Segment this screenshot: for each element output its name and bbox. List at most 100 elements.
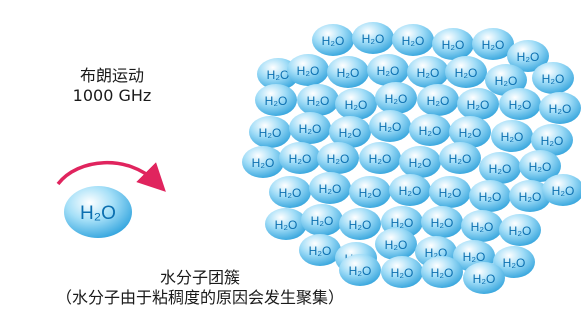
water-bead-sphere <box>317 142 359 174</box>
water-bead-sphere <box>509 180 551 212</box>
water-bead: H₂O <box>352 22 394 54</box>
cluster-title: 水分子团簇 <box>159 268 240 287</box>
water-bead-label: H₂O <box>289 152 312 166</box>
water-bead: H₂O <box>499 214 541 246</box>
water-bead-sphere <box>472 28 514 60</box>
water-bead-label: H₂O <box>419 124 442 138</box>
water-bead: H₂O <box>449 116 491 148</box>
water-bead-label: H₂O <box>542 72 565 86</box>
cluster-subtitle: （水分子由于粘稠度的原因会发生聚集） <box>55 288 344 307</box>
water-bead-sphere <box>457 88 499 120</box>
water-bead: H₂O <box>532 62 574 94</box>
water-bead-sphere <box>369 110 411 142</box>
water-bead-label: H₂O <box>402 34 425 48</box>
water-bead-sphere <box>327 56 369 88</box>
water-bead-label: H₂O <box>473 272 496 286</box>
molecule-label: H₂O <box>80 203 116 224</box>
water-bead-label: H₂O <box>349 264 372 278</box>
water-bead-sphere <box>461 210 503 242</box>
water-bead-sphere <box>417 84 459 116</box>
water-bead: H₂O <box>301 204 343 236</box>
water-bead-label: H₂O <box>319 182 342 196</box>
water-bead-label: H₂O <box>417 66 440 80</box>
water-bead-label: H₂O <box>391 266 414 280</box>
water-bead: H₂O <box>445 56 487 88</box>
water-bead-sphere <box>463 262 505 294</box>
water-bead-sphere <box>479 152 521 184</box>
water-bead: H₂O <box>509 180 551 212</box>
water-bead-sphere <box>279 142 321 174</box>
molecule-sphere <box>64 186 132 238</box>
water-bead-sphere <box>242 146 284 178</box>
water-bead: H₂O <box>539 92 581 124</box>
water-bead: H₂O <box>317 142 359 174</box>
water-bead-label: H₂O <box>307 94 330 108</box>
water-bead-sphere <box>297 84 339 116</box>
water-bead: H₂O <box>375 82 417 114</box>
water-bead: H₂O <box>457 88 499 120</box>
water-bead-label: H₂O <box>299 122 322 136</box>
water-bead: H₂O <box>381 256 423 288</box>
water-bead: H₂O <box>249 116 291 148</box>
water-bead: H₂O <box>399 146 441 178</box>
water-bead-label: H₂O <box>509 98 532 112</box>
brownian-motion-title: 布朗运动 <box>79 66 144 85</box>
water-bead-sphere <box>507 40 549 72</box>
water-bead-label: H₂O <box>349 218 372 232</box>
water-bead-label: H₂O <box>337 66 360 80</box>
water-bead-label: H₂O <box>549 102 572 116</box>
water-bead-sphere <box>531 124 573 156</box>
water-bead: H₂O <box>242 146 284 178</box>
water-bead-sphere <box>409 114 451 146</box>
single-water-molecule: H₂O <box>50 148 180 258</box>
water-bead-sphere <box>421 256 463 288</box>
water-bead-sphere <box>542 174 581 206</box>
water-bead: H₂O <box>479 152 521 184</box>
water-bead-sphere <box>499 88 541 120</box>
water-bead-label: H₂O <box>279 186 302 200</box>
water-bead-sphere <box>352 22 394 54</box>
water-bead-sphere <box>469 180 511 212</box>
water-bead-label: H₂O <box>369 152 392 166</box>
water-bead-sphere <box>493 246 535 278</box>
water-bead: H₂O <box>349 176 391 208</box>
water-bead-label: H₂O <box>385 238 408 252</box>
water-bead-sphere <box>287 54 329 86</box>
water-bead: H₂O <box>389 174 431 206</box>
water-bead: H₂O <box>375 228 417 260</box>
water-bead-sphere <box>301 204 343 236</box>
water-bead: H₂O <box>265 208 307 240</box>
single-molecule-graphic: H₂O <box>56 161 166 238</box>
water-bead-label: H₂O <box>345 98 368 112</box>
water-bead-label: H₂O <box>431 266 454 280</box>
water-bead: H₂O <box>312 24 354 56</box>
water-bead: H₂O <box>392 24 434 56</box>
water-bead-label: H₂O <box>322 34 345 48</box>
water-bead: H₂O <box>255 84 297 116</box>
water-bead: H₂O <box>279 142 321 174</box>
water-bead-label: H₂O <box>252 156 275 170</box>
water-bead-label: H₂O <box>265 94 288 108</box>
water-bead: H₂O <box>369 110 411 142</box>
water-bead-label: H₂O <box>442 38 465 52</box>
water-bead-sphere <box>449 116 491 148</box>
water-bead-sphere <box>519 150 561 182</box>
water-bead: H₂O <box>269 176 311 208</box>
water-bead-label: H₂O <box>495 74 518 88</box>
water-bead: H₂O <box>409 114 451 146</box>
water-bead: H₂O <box>367 54 409 86</box>
water-bead-sphere <box>349 176 391 208</box>
water-bead-sphere <box>289 112 331 144</box>
water-bead-sphere <box>539 92 581 124</box>
water-bead-sphere <box>375 82 417 114</box>
water-bead-sphere <box>392 24 434 56</box>
water-bead-sphere <box>445 56 487 88</box>
water-bead-sphere <box>339 208 381 240</box>
water-bead: H₂O <box>421 206 463 238</box>
water-bead-label: H₂O <box>482 38 505 52</box>
water-bead-label: H₂O <box>267 68 290 82</box>
water-bead-label: H₂O <box>259 126 282 140</box>
water-bead-label: H₂O <box>431 216 454 230</box>
